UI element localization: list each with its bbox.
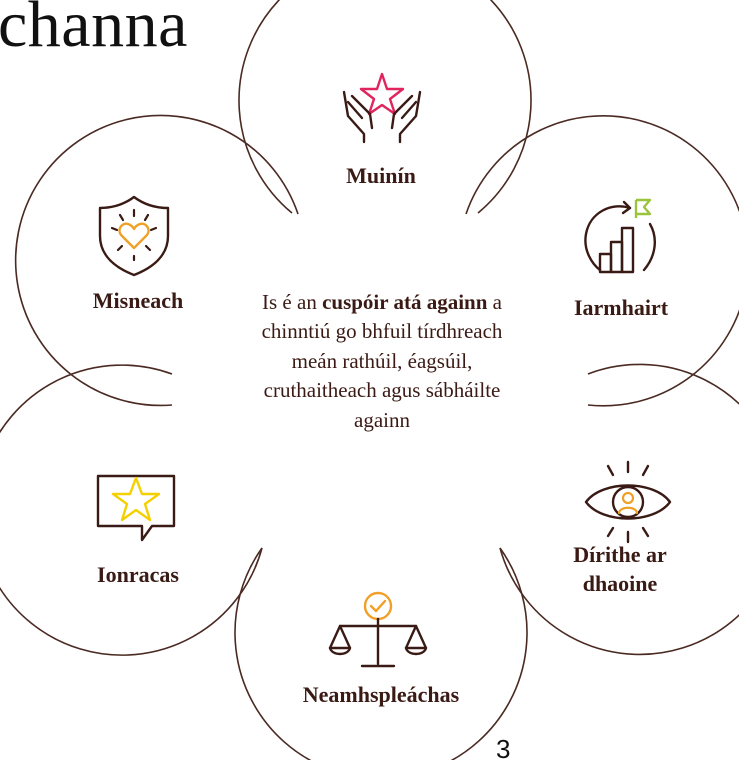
purpose-statement: Is é an cuspóir atá againn a chinntiú go… — [246, 288, 518, 435]
scales-icon — [328, 591, 428, 668]
value-label-misneach: Misneach — [92, 288, 184, 313]
value-label-iarmhairt: Iarmhairt — [573, 295, 669, 320]
shield-heart-icon — [98, 195, 170, 277]
value-label-muinin: Muinín — [346, 163, 416, 188]
purpose-text-post: a chinntiú go bhfuil tírdhreach meán rat… — [261, 290, 503, 432]
circle-muinin — [238, 0, 532, 214]
purpose-text-pre: Is é an — [262, 290, 323, 314]
eye-person-icon — [584, 460, 672, 544]
speech-star-icon — [96, 474, 176, 542]
slide-title: channa — [0, 0, 188, 61]
value-label-neamhspleachas: Neamhspleáchas — [302, 682, 460, 707]
hands-star-icon — [342, 72, 422, 144]
growth-chart-icon — [584, 198, 656, 274]
circle-misneach — [14, 114, 299, 407]
circle-neamhspleachas — [234, 547, 528, 760]
circle-iarmhairt — [465, 115, 739, 407]
circle-dirithe — [499, 363, 739, 656]
circle-ionracas — [0, 364, 263, 656]
purpose-text-bold: cuspóir atá againn — [322, 290, 488, 314]
value-label-ionracas: Ionracas — [97, 562, 179, 587]
page-number: 3 — [496, 734, 511, 764]
value-label-dirithe: Dírithe ar dhaoine — [573, 542, 667, 596]
